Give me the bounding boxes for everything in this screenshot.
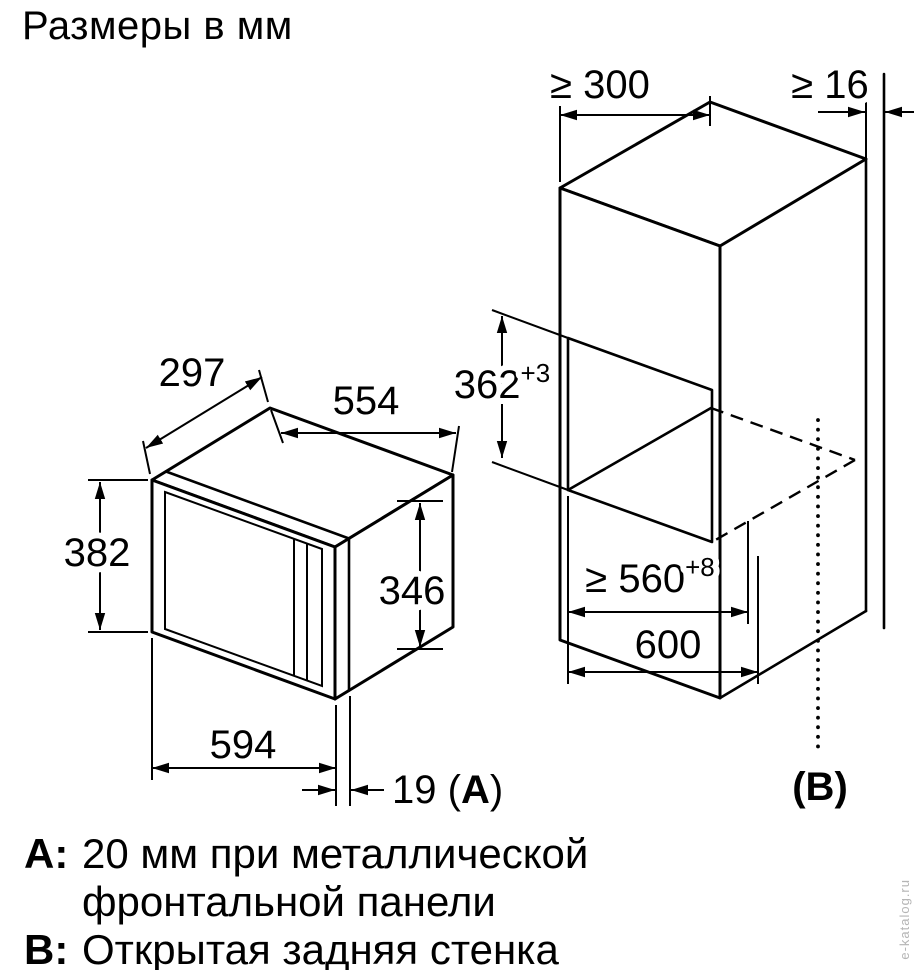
note-a: A: 20 мм при металлической фронтальной п… bbox=[24, 830, 588, 926]
shelf-right-edge bbox=[711, 458, 856, 544]
note-a-text: 20 мм при металлической фронтальной пане… bbox=[82, 830, 588, 926]
dim-label-346: 346 bbox=[379, 569, 446, 613]
note-a-line1: 20 мм при металлической bbox=[82, 830, 589, 877]
dim-niche-width: ≥ 560+8 bbox=[567, 496, 749, 684]
note-b-text: Открытая задняя стенка bbox=[82, 926, 559, 970]
dim-label-594: 594 bbox=[210, 723, 277, 767]
appliance-drawing: 297 554 382 346 bbox=[58, 345, 510, 818]
cabinet-bottom-side-edge bbox=[718, 609, 868, 700]
shelf-left-edge bbox=[566, 406, 713, 492]
dim-niche-height: 362+3 bbox=[448, 309, 569, 491]
niche-opening bbox=[566, 336, 714, 544]
note-b: B: Открытая задняя стенка bbox=[24, 926, 588, 970]
appliance-front-face bbox=[150, 478, 337, 701]
dim-width-front: 594 bbox=[151, 638, 337, 806]
note-b-line1: Открытая задняя стенка bbox=[82, 926, 559, 970]
dim-side-height: 346 bbox=[373, 500, 451, 650]
dim-width-top: 554 bbox=[270, 373, 460, 473]
dim-overhang: 19 (A) bbox=[302, 696, 509, 818]
label-B: (B) bbox=[792, 765, 848, 809]
door-frame bbox=[164, 490, 323, 688]
watermark: e-katalog.ru bbox=[897, 879, 912, 960]
dim-label-overhang: 19 (A) bbox=[392, 768, 503, 812]
frame-edge-top bbox=[164, 470, 351, 540]
dim-label-362: 362+3 bbox=[454, 358, 550, 407]
dim-rear-gap: ≥ 16 bbox=[785, 57, 914, 118]
page-title: Размеры в мм bbox=[22, 4, 293, 48]
dim-label-560: ≥ 560+8 bbox=[585, 552, 714, 601]
shelf-back-edge bbox=[710, 406, 856, 462]
note-b-label: B: bbox=[24, 926, 69, 970]
cabinet-drawing: ≥ 300 ≥ 16 362+3 ≥ 560+8 bbox=[448, 57, 914, 815]
dim-cabinet-width: 600 bbox=[568, 556, 759, 684]
open-back-reference: (B) bbox=[786, 418, 854, 815]
dim-label-297: 297 bbox=[159, 351, 226, 395]
dim-label-16: ≥ 16 bbox=[791, 63, 869, 107]
dim-top-depth: ≥ 300 bbox=[544, 57, 711, 182]
dim-label-300: ≥ 300 bbox=[550, 63, 650, 107]
dim-depth: 297 bbox=[142, 345, 269, 475]
note-a-label: A: bbox=[24, 830, 69, 877]
dim-label-382: 382 bbox=[64, 531, 131, 575]
dim-height: 382 bbox=[58, 479, 148, 633]
note-a-line2: фронтальной панели bbox=[82, 878, 496, 925]
dim-label-554: 554 bbox=[333, 379, 400, 423]
notes: A: 20 мм при металлической фронтальной п… bbox=[24, 830, 588, 970]
dim-label-600: 600 bbox=[635, 623, 702, 667]
